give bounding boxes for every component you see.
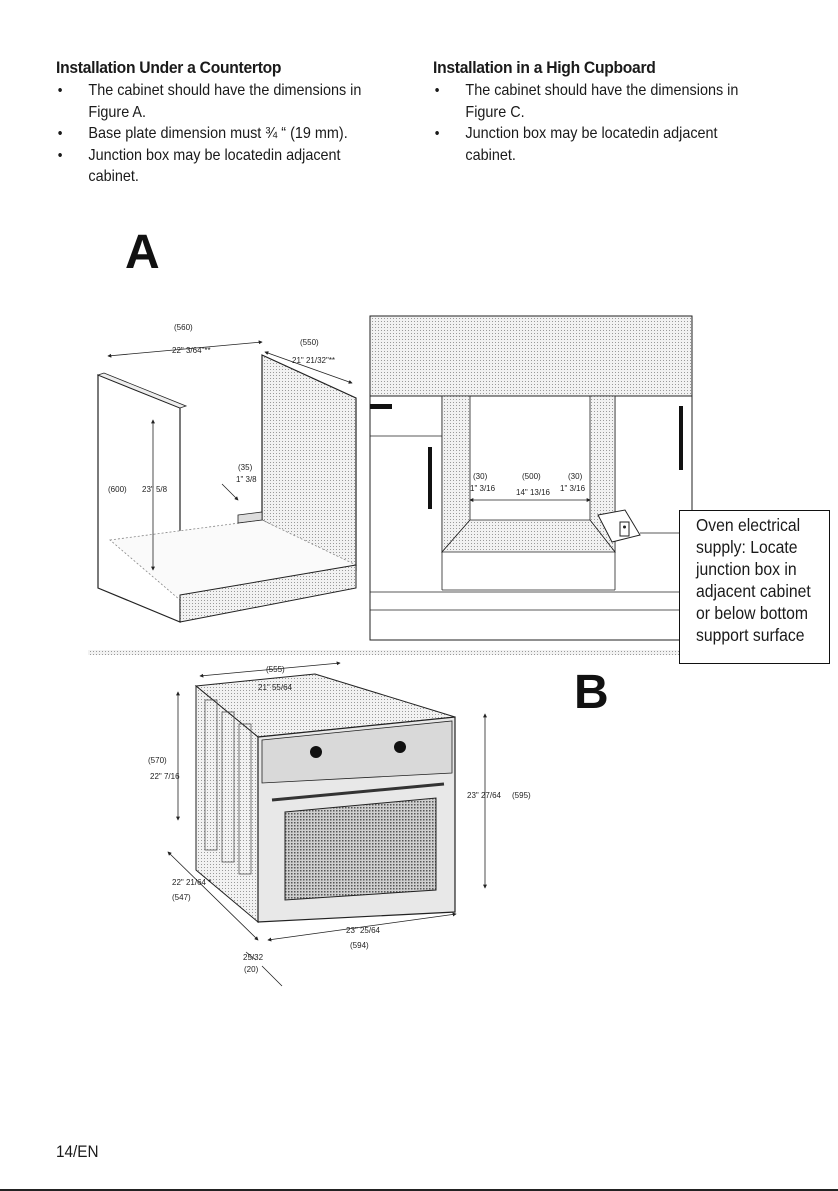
- dim-b-front-w-mm: (594): [350, 941, 369, 950]
- dim-a-height-mm: (600): [108, 485, 127, 494]
- dim-b-width-mm: (555): [266, 665, 285, 674]
- dim-a-depth-mm: (550): [300, 338, 319, 347]
- dim-b-width-in: 21" 55/64: [258, 683, 293, 692]
- list-item: Junction box may be locatedin adjacent: [433, 123, 744, 145]
- list-item: The cabinet should have the dimensions i…: [433, 80, 744, 102]
- section-high-cupboard: Installation in a High Cupboard The cabi…: [433, 58, 778, 166]
- dim-a-width-mm: (560): [174, 323, 193, 332]
- dim-b-depth-mm: (547): [172, 893, 191, 902]
- dim-a-base-in: 1" 3/8: [236, 475, 257, 484]
- figure-a-cabinet: (560) 22" 3/64"** (550) 21" 21/32"** (60…: [96, 323, 358, 623]
- dim-a-base-mm: (35): [238, 463, 253, 472]
- list-item-cont: Figure C.: [465, 103, 525, 121]
- dim-c-right-in: 1" 3/16: [560, 484, 586, 493]
- list-item: The cabinet should have the dimensions i…: [56, 80, 367, 102]
- dim-b-front-h-mm: (595): [512, 791, 531, 800]
- list-item: Junction box may be locatedin adjacent: [56, 145, 367, 167]
- dim-c-opening-mm: (500): [522, 472, 541, 481]
- bottom-divider: [0, 1189, 838, 1191]
- dim-c-left-in: 1" 3/16: [470, 484, 496, 493]
- dim-b-front-w-in: 23" 25/64: [346, 926, 381, 935]
- list-item-cont: cabinet.: [88, 168, 139, 185]
- dim-b-front-h-in: 23" 27/64: [467, 791, 502, 800]
- list-item-cont: Figure A.: [88, 103, 147, 121]
- dim-a-height-in: 23" 5/8: [142, 485, 168, 494]
- figure-b-oven: (555) 21" 55/64 (570) 22" 7/16 23" 27/64…: [148, 661, 531, 987]
- dim-c-left-mm: (30): [473, 472, 488, 481]
- dim-b-depth-in: 22" 21/64 *: [172, 878, 211, 887]
- dim-b-panel-mm: (20): [244, 965, 259, 974]
- dim-b-panel-in: 25/32: [243, 953, 264, 962]
- dim-a-depth-in: 21" 21/32"**: [292, 356, 335, 365]
- dim-c-right-mm: (30): [568, 472, 583, 481]
- electrical-supply-callout: Oven electrical supply: Locate junction …: [679, 510, 830, 664]
- list-item-cont: cabinet.: [465, 146, 516, 164]
- bullet-list: The cabinet should have the dimensions i…: [56, 80, 401, 188]
- figure-b-label: B: [574, 666, 609, 719]
- list-item: Base plate dimension must ¾ “ (19 mm).: [56, 123, 367, 145]
- dim-c-opening-in: 14" 13/16: [516, 488, 551, 497]
- section-title: Installation in a High Cupboard: [433, 58, 656, 77]
- dim-b-height-mm: (570): [148, 756, 167, 765]
- page-number: 14/EN: [56, 1142, 99, 1161]
- bullet-list: The cabinet should have the dimensions i…: [433, 80, 778, 166]
- dim-a-width-in: 22" 3/64"**: [172, 346, 211, 355]
- dim-b-height-in: 22" 7/16: [150, 772, 180, 781]
- figure-c-high-cupboard: (30) 1" 3/16 (500) 14" 13/16 (30) 1" 3/1…: [369, 315, 693, 641]
- section-under-countertop: Installation Under a Countertop The cabi…: [56, 58, 401, 188]
- figure-a-label: A: [125, 226, 160, 279]
- section-title: Installation Under a Countertop: [56, 58, 282, 77]
- section-divider: [88, 650, 680, 655]
